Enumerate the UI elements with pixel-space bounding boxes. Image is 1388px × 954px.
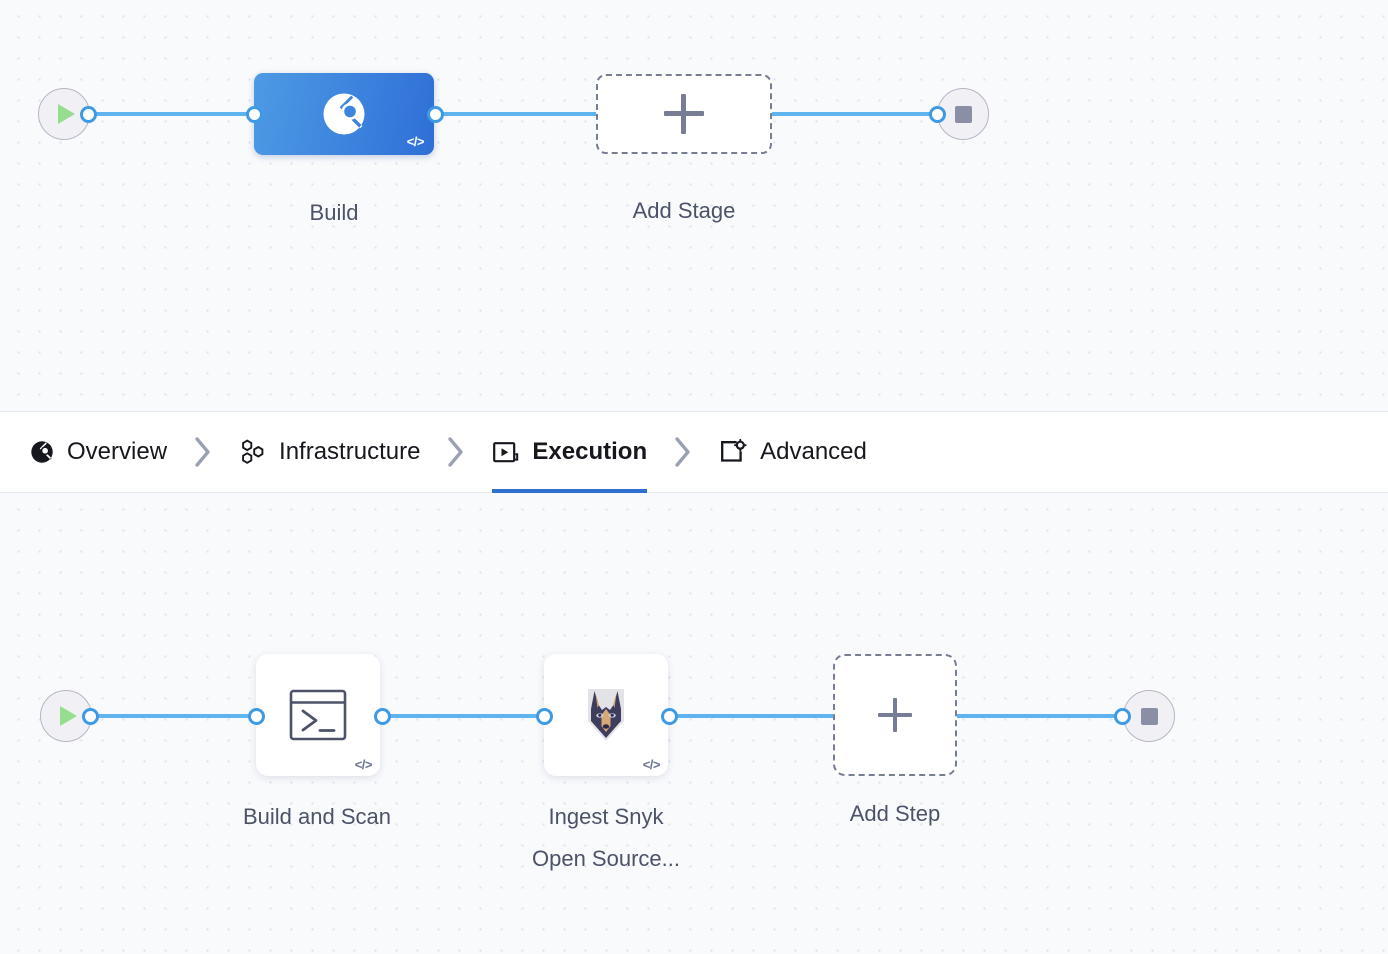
wire-start-to-buildscan bbox=[80, 714, 270, 718]
tab-execution[interactable]: Execution bbox=[492, 411, 647, 493]
connector-dot-exec-end-in[interactable] bbox=[1114, 707, 1131, 725]
tab-infrastructure[interactable]: Infrastructure bbox=[239, 411, 420, 493]
wire-build-to-addstage bbox=[428, 112, 608, 116]
stop-icon bbox=[1140, 707, 1158, 725]
chevron-right-icon bbox=[420, 436, 492, 468]
connector-dot-snyk-out[interactable] bbox=[661, 707, 678, 725]
step-node-ingest-snyk[interactable]: </> bbox=[544, 654, 668, 776]
code-badge: </> bbox=[406, 134, 425, 149]
tab-label-overview: Overview bbox=[67, 438, 168, 465]
gear-square-icon bbox=[719, 439, 747, 465]
connector-dot-end-in[interactable] bbox=[929, 105, 946, 123]
tab-advanced[interactable]: Advanced bbox=[719, 411, 867, 493]
add-stage-button[interactable] bbox=[596, 74, 772, 154]
play-square-icon bbox=[492, 440, 519, 465]
execution-steps-canvas[interactable]: </> Build and Scan </> Ingest Snyk Op bbox=[0, 493, 1388, 954]
chevron-right-icon bbox=[647, 436, 719, 468]
stage-config-tabs: Overview Infrastructure bbox=[0, 411, 1388, 493]
connector-dot-exec-start-out[interactable] bbox=[82, 707, 99, 725]
wire-snyk-to-addstep bbox=[662, 714, 852, 718]
wire-buildscan-to-snyk bbox=[375, 714, 560, 718]
wire-addstage-to-end bbox=[762, 112, 952, 116]
add-stage-label: Add Stage bbox=[632, 198, 736, 223]
connector-dot-start-out[interactable] bbox=[80, 105, 97, 123]
connector-dot-snyk-in[interactable] bbox=[536, 707, 553, 725]
tab-label-advanced: Advanced bbox=[760, 438, 867, 465]
hexagons-icon bbox=[239, 439, 266, 465]
step-label-ingest-snyk-line2: Open Source... bbox=[532, 846, 680, 871]
add-step-button[interactable] bbox=[833, 654, 957, 776]
stage-node-build[interactable]: </> bbox=[254, 73, 434, 155]
connector-dot-build-out[interactable] bbox=[427, 105, 444, 123]
stop-icon bbox=[954, 105, 972, 123]
code-badge: </> bbox=[354, 757, 373, 772]
wire-addstep-to-end bbox=[950, 714, 1140, 718]
tab-label-infrastructure: Infrastructure bbox=[279, 438, 421, 465]
code-badge: </> bbox=[642, 757, 661, 772]
chevron-right-icon bbox=[167, 436, 239, 468]
play-icon bbox=[60, 706, 77, 726]
connector-dot-build-in[interactable] bbox=[246, 105, 263, 123]
pipeline-end-node[interactable] bbox=[937, 88, 989, 140]
step-node-build-and-scan[interactable]: </> bbox=[256, 654, 380, 776]
wire-start-to-build bbox=[78, 112, 268, 116]
snyk-doberman-icon bbox=[588, 689, 624, 741]
tab-overview[interactable]: Overview bbox=[30, 411, 167, 493]
build-ci-icon bbox=[323, 93, 365, 135]
terminal-icon bbox=[289, 689, 347, 741]
plus-icon bbox=[878, 698, 912, 732]
connector-dot-buildscan-in[interactable] bbox=[248, 707, 265, 725]
tab-label-execution: Execution bbox=[532, 438, 648, 465]
step-label-ingest-snyk-line1: Ingest Snyk bbox=[548, 804, 664, 829]
stage-label-build: Build bbox=[309, 200, 359, 225]
connector-dot-buildscan-out[interactable] bbox=[374, 707, 391, 725]
build-overview-icon bbox=[30, 440, 54, 464]
play-icon bbox=[58, 104, 75, 124]
step-label-build-and-scan: Build and Scan bbox=[243, 804, 391, 829]
add-step-label: Add Step bbox=[849, 801, 941, 826]
stages-canvas[interactable]: </> Build Add Stage bbox=[0, 0, 1388, 411]
plus-icon bbox=[664, 94, 704, 134]
